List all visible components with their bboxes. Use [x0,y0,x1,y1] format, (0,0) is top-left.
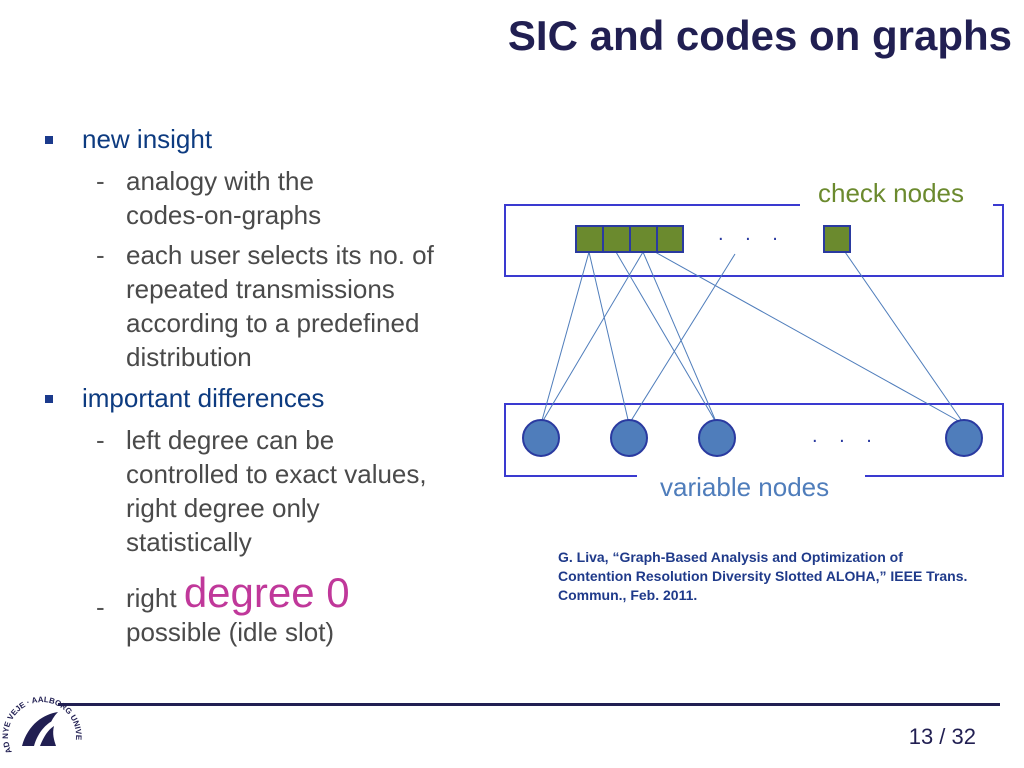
bullet-important-differences: important differences [82,383,325,413]
sub-dash: - [96,592,105,622]
bullet-marker [45,395,53,403]
check-node [575,225,604,253]
check-nodes [575,225,851,253]
sub-dash: - [96,240,105,270]
degree-zero-highlight: degree 0 [183,569,350,616]
check-nodes-label: check nodes [818,178,964,208]
edge [628,253,736,425]
check-node [823,225,851,253]
variable-node [945,419,983,457]
edge [540,251,590,425]
page-number: 13 / 32 [908,724,976,749]
variable-node [522,419,560,457]
variable-nodes [522,419,983,457]
reference-citation: G. Liva, “Graph-Based Analysis and Optim… [558,549,968,603]
check-node [656,225,684,253]
edge [588,251,630,425]
check-ellipsis: . . . [718,223,786,245]
sub-item-repetitions: each user selects its no. of repeated tr… [126,240,434,372]
university-logo: AD NYE VEJE · AALBORG UNIVERSITET [0,680,83,755]
footer-divider [58,703,1000,706]
bullet-list: new insight - analogy with the codes-on-… [0,0,500,680]
logo-emblem-icon [22,712,58,746]
bullet-marker [45,136,53,144]
edge [642,251,718,425]
slide-title: SIC and codes on graphs [507,12,1012,59]
sub-item-degree-zero: right degree 0 possible (idle slot) [126,569,350,648]
sub-item-left-degree: left degree can be controlled to exact v… [126,425,427,557]
edge [540,251,644,425]
variable-node [698,419,736,457]
variable-ellipsis: . . . [812,425,880,447]
sub-item-analogy: analogy with the codes-on-graphs [126,166,322,230]
variable-node [610,419,648,457]
sub-dash: - [96,166,105,196]
sub-dash: - [96,425,105,455]
edge [615,251,718,425]
check-nodes-frame [504,204,1004,277]
bullet-new-insight: new insight [82,124,213,154]
edge [844,251,965,425]
variable-nodes-frame [504,403,1004,477]
graph-edges [540,251,965,425]
check-node [629,225,658,253]
edge [654,251,965,425]
variable-nodes-label: variable nodes [660,472,830,502]
check-node [602,225,631,253]
